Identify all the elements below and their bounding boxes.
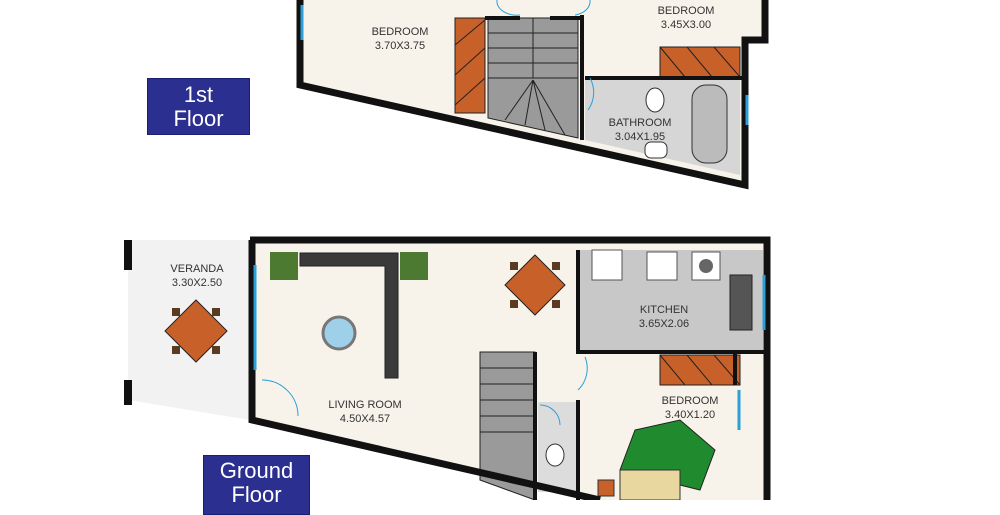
room-name: BEDROOM [372, 26, 429, 38]
outer-walls [248, 236, 771, 500]
toilet-icon [645, 87, 665, 113]
plant-icon [270, 252, 298, 280]
inner-walls [485, 15, 742, 140]
counter [591, 249, 623, 281]
stove-icon [646, 251, 678, 281]
room-size: 3.40X1.20 [665, 409, 715, 421]
room-name: BEDROOM [662, 395, 719, 407]
outer-walls [296, 0, 769, 190]
bed-frame [619, 469, 681, 500]
wardrobe [454, 17, 486, 114]
badge-line: Ground [219, 458, 294, 483]
room-name: BEDROOM [658, 5, 715, 17]
room-size: 4.50X4.57 [340, 413, 390, 425]
door-swing [496, 0, 595, 111]
window [253, 265, 766, 430]
room-name: LIVING ROOM [328, 399, 401, 411]
first-floor-plan: BEDROOM 3.70X3.75 BEDROOM 3.45X3.00 BATH… [296, 0, 769, 190]
door-swing [261, 356, 588, 426]
badge-line: 1st [183, 82, 214, 107]
inner-walls [533, 250, 765, 500]
staircase [479, 351, 536, 500]
floor-plan: BEDROOM 3.70X3.75 BEDROOM 3.45X3.00 BATH… [124, 0, 771, 500]
bathtub-icon [691, 84, 728, 164]
wardrobe-lines [454, 19, 486, 106]
badge-line: Floor [231, 482, 282, 507]
sink-icon [644, 141, 668, 159]
stair-steps [480, 367, 535, 433]
sofa-icon [299, 252, 399, 379]
room-size: 3.04X1.95 [615, 131, 665, 143]
window [300, 5, 749, 125]
room-name: KITCHEN [640, 304, 688, 316]
dining-table-icon [504, 254, 566, 316]
ground-floor-badge: Ground Floor [203, 455, 310, 515]
kitchen-sink-icon [729, 274, 753, 331]
stair-steps [488, 18, 578, 136]
first-floor-badge: 1st Floor [147, 78, 250, 135]
toilet-icon [545, 443, 565, 467]
room-size: 3.70X3.75 [375, 40, 425, 52]
room-size: 3.65X2.06 [639, 318, 689, 330]
ground-floor-plan: VERANDA 3.30X2.50 LIVING ROOM 4.50X4.57 … [124, 236, 771, 500]
room-size: 3.45X3.00 [661, 19, 711, 31]
washer-drum [699, 259, 713, 273]
coffee-table-icon [321, 315, 357, 351]
badge-line: Floor [173, 106, 224, 131]
nightstand [597, 479, 615, 497]
room-name: BATHROOM [609, 117, 672, 129]
room-size: 3.30X2.50 [172, 277, 222, 289]
room-name: VERANDA [170, 263, 224, 275]
wardrobe-lines [659, 46, 741, 78]
plant-icon [400, 252, 428, 280]
veranda-table-icon [164, 299, 228, 363]
